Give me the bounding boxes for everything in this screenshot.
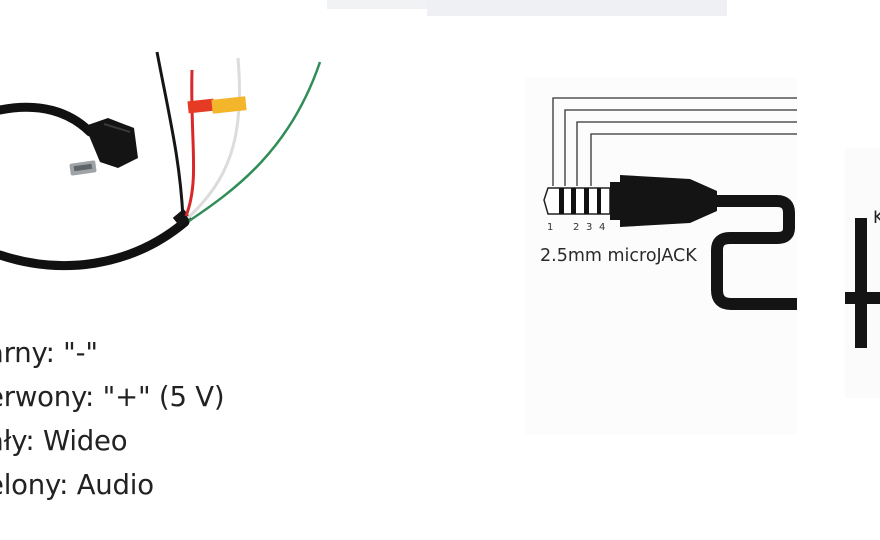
adjacent-cable (845, 218, 880, 348)
legend-black: arny: "-" (0, 337, 98, 369)
legend-white: ały: Wideo (0, 425, 128, 457)
top-strip-right (427, 0, 727, 16)
jack-cable (711, 195, 797, 310)
legend-green: elony: Audio (0, 469, 154, 501)
adjacent-diagram-panel: K (845, 148, 880, 398)
pin-lines (552, 97, 797, 186)
jack-diagram: 1 2 3 4 2.5mm microJACK (540, 97, 797, 310)
red-wire (184, 69, 196, 217)
main-cable-lower (0, 217, 190, 271)
red-label (187, 98, 215, 114)
pin-2: 2 (573, 222, 579, 233)
pin-4: 4 (599, 222, 605, 233)
green-wire (188, 61, 322, 223)
black-wire (155, 51, 185, 219)
jack-plug (543, 175, 717, 227)
main-cable (0, 102, 95, 137)
pin-3: 3 (586, 222, 592, 233)
jack-diagram-panel: 1 2 3 4 2.5mm microJACK (525, 78, 797, 434)
wire-legend: arny: "-" erwony: "+" (5 V) ały: Wideo e… (0, 331, 225, 507)
micro-usb-plug (69, 118, 138, 176)
pin-1: 1 (547, 222, 553, 233)
yellow-label (211, 96, 247, 114)
white-wire (186, 57, 242, 220)
top-strip-left (327, 0, 427, 9)
edge-letter: K (873, 208, 880, 228)
cable-photo (0, 51, 322, 271)
legend-red: erwony: "+" (5 V) (0, 381, 225, 413)
jack-title: 2.5mm microJACK (540, 246, 697, 266)
